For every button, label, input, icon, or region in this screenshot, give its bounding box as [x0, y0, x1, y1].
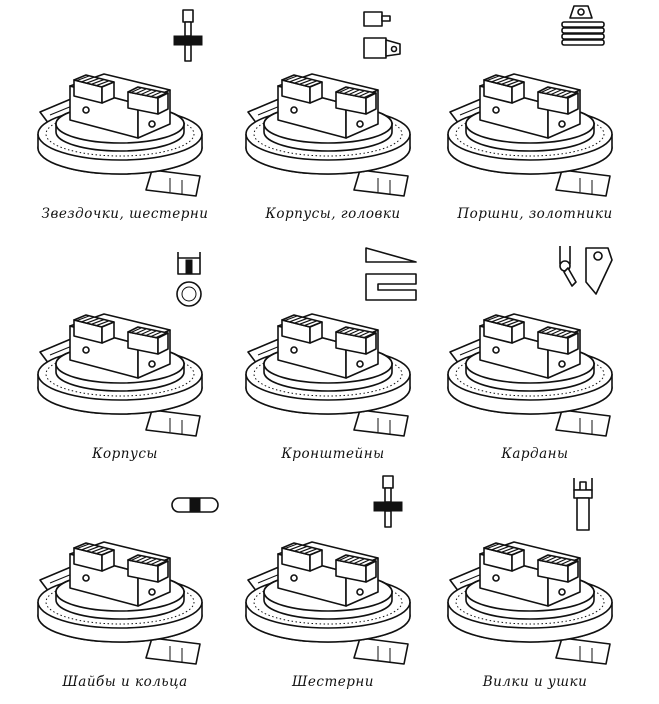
part-icon-bracket [365, 247, 417, 301]
panel-caption: Карданы [501, 446, 569, 462]
panel-caption: Шайбы и кольца [62, 674, 188, 690]
panel-caption: Вилки и ушки [482, 674, 588, 690]
part-icon-cardan [559, 246, 613, 295]
part-icon-ring-housing [176, 252, 202, 307]
panel-forks-eyes: Вилки и ушки [430, 468, 640, 700]
panel-caption: Кронштейны [281, 446, 385, 462]
panel-pistons-spools: Поршни, золотники [430, 0, 640, 232]
panel-caption: Шестерни [292, 674, 374, 690]
part-icon-piston [561, 5, 605, 46]
vise-fixture-icon [37, 541, 203, 665]
vise-fixture-icon [37, 313, 203, 437]
vise-fixture-icon [245, 73, 411, 197]
part-icon-washer [171, 497, 219, 513]
panel-gears: Шестерни [228, 468, 438, 700]
panel-brackets: Кронштейны [228, 240, 438, 472]
vise-fixture-icon [37, 73, 203, 197]
vise-fixture-icon [447, 73, 613, 197]
part-icon-gear-shaft [173, 9, 203, 62]
panel-housings: Корпусы [20, 240, 230, 472]
panel-sprockets-gears: Звездочки, шестерни [20, 0, 230, 232]
vise-fixture-icon [447, 541, 613, 665]
part-icon-fork [573, 478, 593, 531]
vise-fixture-icon [245, 541, 411, 665]
panel-caption: Корпусы, головки [265, 206, 401, 222]
vise-fixture-icon [447, 313, 613, 437]
vise-fixture-icon [245, 313, 411, 437]
panel-caption: Корпусы [92, 446, 158, 462]
panel-washers-rings: Шайбы и кольца [20, 468, 230, 700]
panel-caption: Звездочки, шестерни [41, 206, 209, 222]
part-icon-housing [363, 11, 401, 59]
panel-caption: Поршни, золотники [457, 206, 613, 222]
panel-cardans: Карданы [430, 240, 640, 472]
part-icon-gear-shaft [373, 475, 403, 528]
panel-housings-heads: Корпусы, головки [228, 0, 438, 232]
